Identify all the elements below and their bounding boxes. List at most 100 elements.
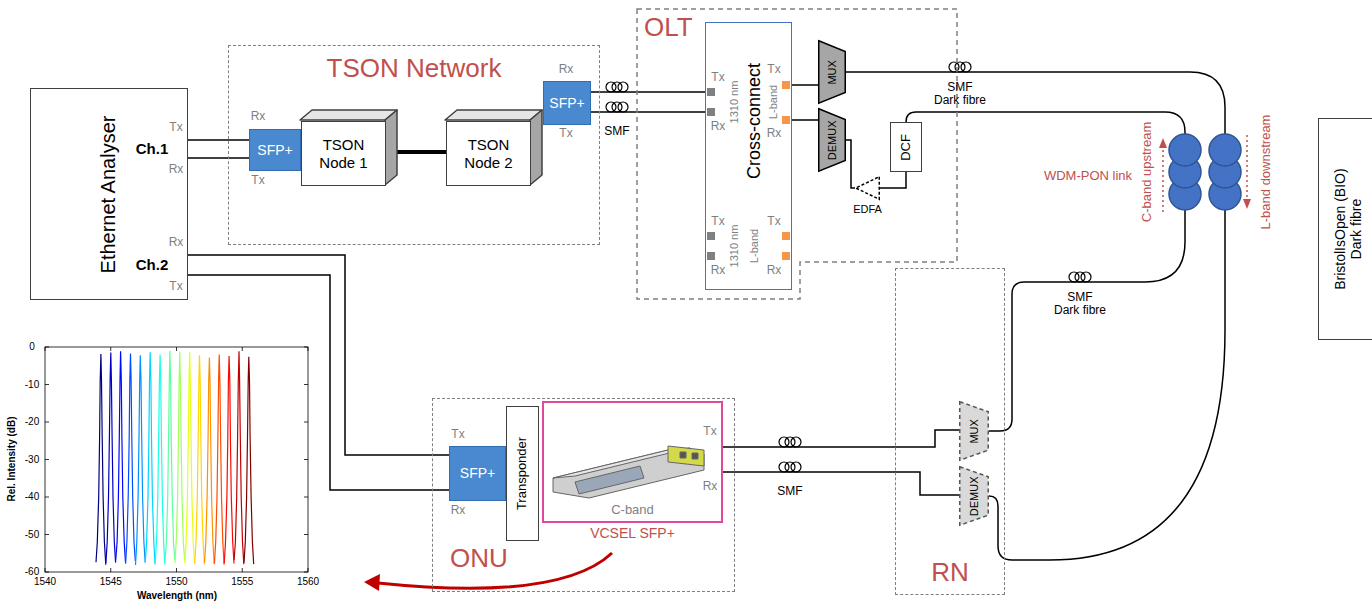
spectrum-peak — [195, 355, 205, 564]
wavelength-label: 1310 nm — [728, 225, 741, 268]
edfa-amplifier: EDFA — [855, 176, 880, 200]
onu-group: ONUSFP+TransponderC-bandVCSEL SFP+ — [432, 398, 735, 592]
spectrum-peak — [224, 356, 234, 564]
demux-label: DEMUX — [826, 120, 839, 160]
port-squares — [707, 232, 715, 240]
bio-label: BristolIsOpen (BIO) Dark fibre — [1332, 159, 1364, 299]
axis-tick — [110, 347, 111, 351]
cube-faces — [300, 110, 397, 120]
fibre-link — [846, 140, 855, 188]
axis-tick — [45, 347, 49, 348]
outline — [856, 177, 880, 200]
mux-label: MUX — [968, 419, 981, 443]
fibre-link — [880, 172, 906, 188]
port-label: Tx — [711, 215, 724, 229]
port-label: Rx — [711, 264, 726, 278]
axis-tick — [176, 568, 177, 572]
fibre-coil — [618, 102, 628, 112]
axis-tick — [304, 497, 308, 498]
fibre-coil — [1081, 272, 1091, 282]
port-label: Tx — [767, 215, 780, 229]
tson-node: TSON Node 2 — [446, 121, 531, 186]
spectrum-peak — [234, 351, 244, 564]
port-squares — [782, 81, 790, 89]
module-title: VCSEL SFP+ — [544, 525, 721, 541]
demux: DEMUX — [959, 466, 989, 526]
axis-tick-label: 1545 — [100, 576, 122, 588]
direction-arrow — [1159, 138, 1167, 148]
fibre-coil — [779, 462, 789, 472]
demux-label: DEMUX — [968, 476, 981, 516]
sfp-module: SFP+ — [249, 129, 301, 171]
fibre-link — [723, 430, 959, 447]
module-label: SFP+ — [257, 142, 292, 158]
port-label: Rx — [451, 504, 466, 518]
port-squares — [782, 116, 790, 124]
dcf-label: DCF — [899, 134, 914, 161]
port-squares — [707, 88, 715, 96]
axis-tick-label: -50 — [25, 529, 39, 541]
port-label: Rx — [767, 127, 782, 141]
fibre-coil — [606, 102, 616, 112]
sfp-module-picture — [680, 452, 686, 458]
wavelength-label: 1310 nm — [728, 81, 741, 124]
fibre-link — [792, 119, 818, 121]
group-title: RN — [896, 558, 1004, 588]
port-label: Tx — [559, 127, 572, 141]
olt-group: OLTCross-connectMUXDEMUXEDFADCF — [636, 8, 958, 300]
spectrum-peak — [136, 355, 146, 565]
fibre-spool — [1169, 134, 1201, 166]
tson-network-group: TSON NetworkSFP+TSON Node 1TSON Node 2SF… — [228, 45, 600, 245]
spectrum-plot — [45, 347, 308, 572]
fibre-coil — [606, 62, 1091, 472]
axis-tick-label: -30 — [25, 454, 39, 466]
node-label: TSON Node 1 — [312, 136, 376, 171]
edfa-label: EDFA — [853, 203, 882, 216]
fibre-coil — [1075, 272, 1085, 282]
fibre-spool — [1169, 134, 1241, 210]
cube-faces — [300, 110, 542, 185]
axis-tick-label: -60 — [25, 566, 39, 578]
callout-arrow — [364, 574, 380, 591]
cube-faces — [385, 110, 397, 185]
rn-group: RN MUX DEMUX — [895, 268, 1005, 595]
channel-label: Ch.1 — [136, 140, 169, 157]
axis-tick — [242, 347, 243, 351]
axis-tick — [304, 422, 308, 423]
fibre-coil — [791, 437, 801, 447]
cube-faces — [445, 110, 542, 120]
axis-tick — [45, 384, 49, 385]
axis-tick-label: 1540 — [34, 576, 56, 588]
axis-tick — [176, 347, 177, 351]
sfp-module: SFP+ — [449, 446, 506, 501]
fibre-label: Dark fibre — [934, 94, 986, 108]
axis-tick — [304, 347, 308, 348]
port-label: Tx — [169, 121, 182, 135]
axis-tick — [242, 568, 243, 572]
axis-tick — [304, 572, 308, 573]
axis-tick — [45, 422, 49, 423]
fibre-spool — [1209, 134, 1241, 166]
axis-title: Wavelength (nm) — [137, 590, 217, 602]
spectrum-peak — [244, 357, 254, 564]
axis-tick — [110, 568, 111, 572]
port-label: Tx — [451, 428, 464, 442]
amplifier-triangle — [855, 176, 880, 200]
vcsel-sfp-module: C-bandVCSEL SFP+ — [542, 401, 723, 523]
port-label: Rx — [251, 110, 266, 124]
mux-label: MUX — [826, 60, 839, 84]
module-label: SFP+ — [549, 95, 584, 111]
axis-tick — [304, 534, 308, 535]
mux: MUX — [818, 40, 846, 104]
axis-tick-label: 0 — [29, 341, 35, 353]
spectrum-plot — [45, 347, 308, 572]
bio-box: BristolIsOpen (BIO) Dark fibre — [1318, 118, 1372, 340]
outline — [960, 467, 989, 526]
spectrum-peak — [155, 355, 165, 565]
fibre-coil — [1069, 272, 1079, 282]
group-title: ONU — [450, 544, 508, 574]
mux: MUX — [959, 401, 989, 461]
band-label: L-band — [767, 85, 780, 119]
port-label: Rx — [711, 120, 726, 134]
axis-tick — [45, 459, 49, 460]
